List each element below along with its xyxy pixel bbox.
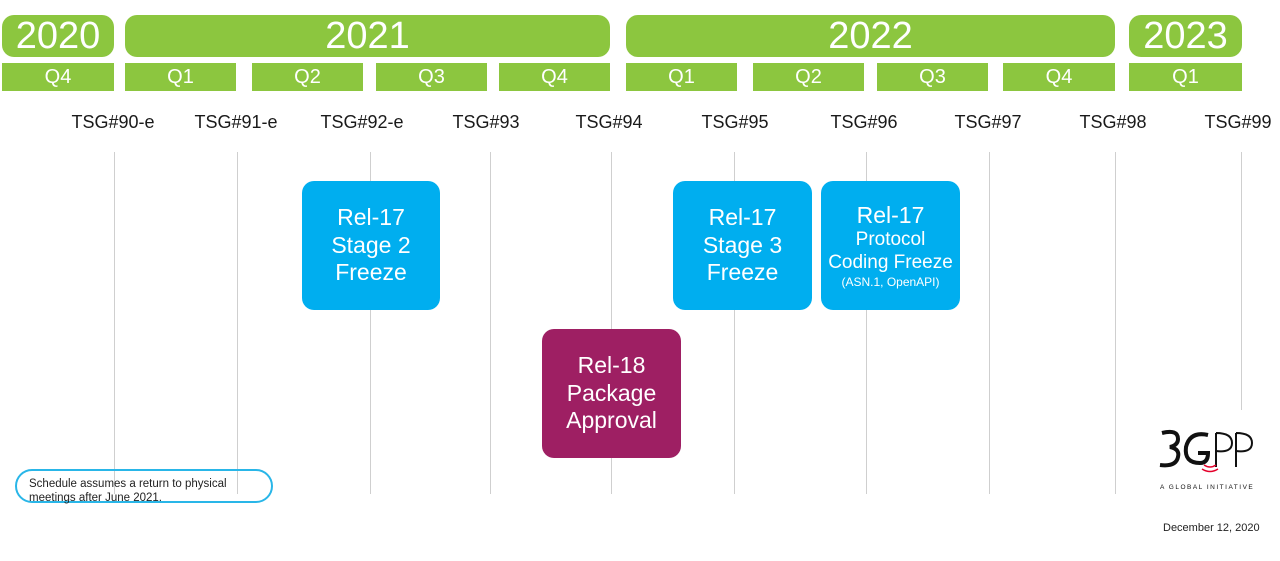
year-2023-bar: 2023 [1129, 15, 1242, 57]
year-2020-bar: 2020 [2, 15, 114, 57]
quarter-2022-q1: Q1 [626, 63, 737, 91]
meeting-guide-line [1115, 152, 1116, 494]
meeting-guide-line [734, 152, 735, 494]
meeting-guide-line [237, 152, 238, 494]
year-2022-bar: 2022 [626, 15, 1115, 57]
milestone-line: Rel-17 [337, 204, 405, 231]
milestone-line: (ASN.1, OpenAPI) [841, 274, 940, 289]
meeting-guide-line [114, 152, 115, 494]
meeting-label: TSG#96 [830, 112, 898, 132]
meeting-guide-line [989, 152, 990, 494]
meeting-label: TSG#92-e [320, 112, 404, 132]
meeting-label: TSG#94 [575, 112, 643, 132]
quarter-2021-q3: Q3 [376, 63, 487, 91]
meeting-label: TSG#98 [1079, 112, 1147, 132]
meeting-label: TSG#91-e [194, 112, 278, 132]
meeting-guide-line [1241, 152, 1242, 410]
quarter-2021-q4: Q4 [499, 63, 610, 91]
milestone-line: Freeze [335, 259, 407, 286]
meeting-guide-line [370, 152, 371, 494]
quarter-2022-q2: Q2 [753, 63, 864, 91]
milestone-line: Coding Freeze [828, 252, 953, 274]
quarter-2022-q3: Q3 [877, 63, 988, 91]
svg-text:A GLOBAL INITIATIVE: A GLOBAL INITIATIVE [1160, 484, 1254, 491]
milestone-rel17-stage3-freeze: Rel-17 Stage 3 Freeze [673, 181, 812, 310]
milestone-line: Rel-17 [856, 201, 925, 228]
milestone-line: Protocol [855, 229, 926, 251]
3gpp-logo: A GLOBAL INITIATIVE [1150, 425, 1270, 495]
meeting-label: TSG#90-e [71, 112, 155, 132]
milestone-line: Rel-18 [577, 352, 646, 379]
document-date: December 12, 2020 [1163, 522, 1260, 534]
3gpp-logo-mark: A GLOBAL INITIATIVE [1159, 429, 1254, 491]
milestone-line: Freeze [706, 259, 779, 286]
quarter-2020-q4: Q4 [2, 63, 114, 91]
milestone-rel18-package-approval: Rel-18 Package Approval [542, 329, 681, 458]
milestone-line: Approval [566, 407, 657, 434]
milestone-rel17-protocol-coding-freeze: Rel-17 Protocol Coding Freeze (ASN.1, Op… [821, 181, 960, 310]
meeting-guide-line [490, 152, 491, 494]
quarter-2021-q2: Q2 [252, 63, 363, 91]
meeting-guide-line [611, 152, 612, 494]
milestone-line: Package [566, 379, 657, 406]
milestone-rel17-stage2-freeze: Rel-17 Stage 2 Freeze [302, 181, 440, 310]
meeting-guide-line [866, 152, 867, 494]
quarter-2023-q1: Q1 [1129, 63, 1242, 91]
meeting-label: TSG#95 [701, 112, 769, 132]
quarter-2022-q4: Q4 [1003, 63, 1115, 91]
milestone-line: Rel-17 [708, 204, 777, 231]
quarter-2021-q1: Q1 [125, 63, 236, 91]
meeting-label: TSG#97 [954, 112, 1022, 132]
year-2021-bar: 2021 [125, 15, 610, 57]
meeting-label: TSG#93 [452, 112, 520, 132]
schedule-note: Schedule assumes a return to physical me… [15, 469, 273, 504]
meeting-label: TSG#99 [1204, 112, 1272, 132]
milestone-line: Stage 2 [331, 231, 411, 258]
milestone-line: Stage 3 [702, 231, 783, 258]
